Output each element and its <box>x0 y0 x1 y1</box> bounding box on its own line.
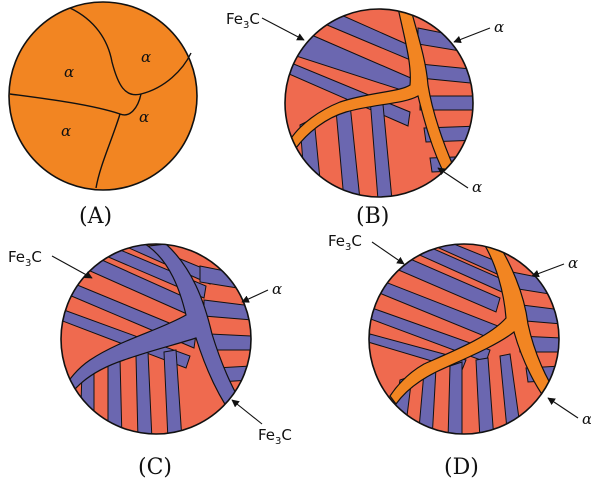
fe3c-pointer-arrow <box>372 242 404 264</box>
panel-label-d: (D) <box>444 455 479 480</box>
alpha-pointer-arrow <box>548 398 578 418</box>
fe3c-pointer-arrow <box>232 400 262 424</box>
fe3c-label: Fe3C <box>8 248 42 269</box>
fe3c-pointer-arrow <box>262 18 304 40</box>
panel-a: α α α α (A) <box>9 2 197 229</box>
panel-d: Fe3C α α (D) <box>328 232 591 480</box>
panel-c: Fe3C α Fe3C (C) <box>8 240 292 480</box>
alpha-label: α <box>494 18 504 36</box>
alpha-pointer-arrow <box>454 28 490 42</box>
alpha-label: α <box>582 410 591 428</box>
panel-label-c: (C) <box>138 455 172 480</box>
alpha-label: α <box>141 48 151 66</box>
alpha-pointer-arrow <box>438 168 468 188</box>
alpha-label: α <box>61 122 71 140</box>
alpha-label: α <box>139 108 149 126</box>
alpha-label: α <box>272 280 282 298</box>
alpha-pointer-arrow <box>242 290 268 302</box>
fe3c-label: Fe3C <box>328 232 362 253</box>
fe3c-label: Fe3C <box>258 426 292 447</box>
alpha-label: α <box>64 63 74 81</box>
panel-b: Fe3C α α (B) <box>226 6 504 229</box>
panel-label-b: (B) <box>356 204 389 229</box>
fe3c-pointer-arrow <box>52 256 92 278</box>
alpha-label: α <box>568 254 578 272</box>
alpha-pointer-arrow <box>532 264 564 276</box>
fe3c-label: Fe3C <box>226 10 260 31</box>
panel-label-a: (A) <box>79 204 112 229</box>
alpha-label: α <box>472 178 482 196</box>
